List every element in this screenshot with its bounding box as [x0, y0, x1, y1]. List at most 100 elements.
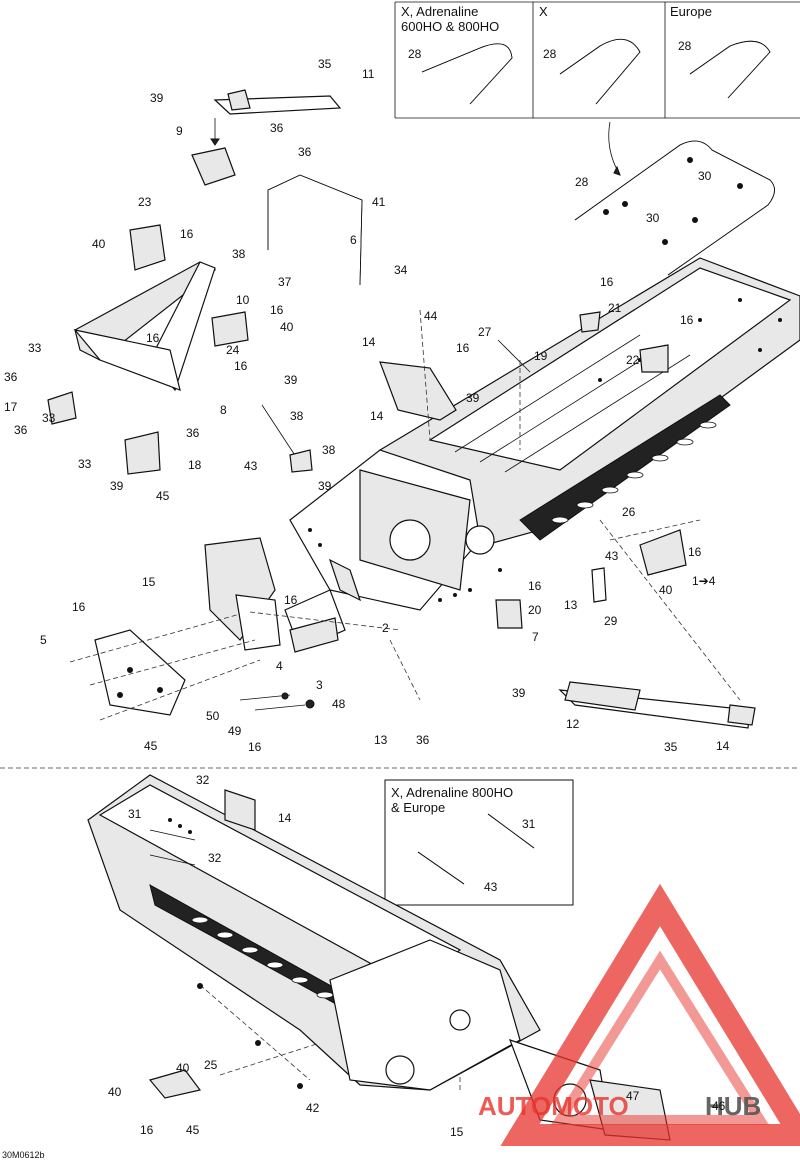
callout-13: 13 — [374, 733, 388, 747]
callout-28: 28 — [408, 47, 422, 61]
callout-16: 16 — [180, 227, 194, 241]
callout-36: 36 — [14, 423, 28, 437]
callout-47: 47 — [626, 1089, 640, 1103]
callout-28: 28 — [543, 47, 557, 61]
callout-6: 6 — [350, 233, 357, 247]
inset-label-x-adrenaline-line2: 600HO & 800HO — [401, 19, 499, 34]
callout-14: 14 — [716, 739, 730, 753]
callout-39: 39 — [150, 91, 164, 105]
variant-inset-top: X, Adrenaline 600HO & 800HO X Europe — [394, 1, 800, 176]
callout-40: 40 — [108, 1085, 122, 1099]
callout-43: 43 — [605, 549, 619, 563]
callout-2: 2 — [382, 621, 389, 635]
callout-38: 38 — [232, 247, 246, 261]
callout-7: 7 — [532, 630, 539, 644]
callout-31: 31 — [128, 807, 142, 821]
support-6 — [267, 174, 363, 286]
callout-36: 36 — [298, 145, 312, 159]
callout-35: 35 — [318, 57, 332, 71]
callout-36: 36 — [416, 733, 430, 747]
bumper-28-b — [559, 38, 641, 105]
callout-29: 29 — [604, 614, 618, 628]
callout-12: 12 — [566, 717, 580, 731]
callout-27: 27 — [478, 325, 492, 339]
callout-39: 39 — [284, 373, 298, 387]
inset-label-europe: Europe — [670, 4, 712, 19]
callout-33: 33 — [78, 457, 92, 471]
rod-8 — [261, 404, 299, 461]
callout-24: 24 — [226, 343, 240, 357]
callout-25: 25 — [204, 1058, 218, 1072]
callout-40: 40 — [176, 1061, 190, 1075]
bumper-28-a — [421, 43, 513, 105]
callout-21: 21 — [608, 301, 622, 315]
callout-46: 46 — [712, 1099, 726, 1113]
callout-8: 8 — [220, 403, 227, 417]
callout-40: 40 — [659, 583, 673, 597]
callout-18: 18 — [188, 458, 202, 472]
callout-10: 10 — [236, 293, 250, 307]
callout-38: 38 — [290, 409, 304, 423]
callout-22: 22 — [626, 353, 640, 367]
callout-49: 49 — [228, 724, 242, 738]
callout-14: 14 — [370, 409, 384, 423]
callout-44: 44 — [424, 309, 438, 323]
callout-16: 16 — [528, 579, 542, 593]
callout-16: 16 — [688, 545, 702, 559]
callout-36: 36 — [186, 426, 200, 440]
callout-17: 17 — [4, 400, 18, 414]
callout-16: 16 — [270, 303, 284, 317]
callout-15: 15 — [450, 1125, 464, 1139]
callout-3: 3 — [316, 678, 323, 692]
callout-14: 14 — [278, 811, 292, 825]
callout-37: 37 — [278, 275, 292, 289]
callout-28: 28 — [575, 175, 589, 189]
callout-16: 16 — [600, 275, 614, 289]
callout-16: 16 — [680, 313, 694, 327]
callout-16: 16 — [456, 341, 470, 355]
callout-41: 41 — [372, 195, 386, 209]
rear-bumper-assembly — [574, 140, 775, 276]
callout-28: 28 — [678, 39, 692, 53]
callout-33: 33 — [42, 411, 56, 425]
arm-10 — [74, 261, 217, 361]
callout-19: 19 — [534, 349, 548, 363]
callout-33: 33 — [28, 341, 42, 355]
callout-16: 16 — [248, 740, 262, 754]
inset-label-x-adrenaline-line1: X, Adrenaline — [401, 4, 478, 19]
callout-9: 9 — [176, 124, 183, 138]
front-suspension-parts — [94, 537, 346, 716]
callout-35: 35 — [664, 740, 678, 754]
bracket-19 — [379, 361, 457, 421]
drawing-code: 30M0612b — [2, 1150, 45, 1160]
callout-16: 16 — [146, 331, 160, 345]
callout-30: 30 — [646, 211, 660, 225]
callout-31: 31 — [522, 817, 536, 831]
bumper-28-c — [689, 40, 771, 99]
callout-36: 36 — [4, 370, 18, 384]
callout-45: 45 — [186, 1123, 200, 1137]
callout-42: 42 — [306, 1101, 320, 1115]
chassis-frame-upper — [289, 257, 800, 611]
callout-16: 16 — [140, 1123, 154, 1137]
callout-16: 16 — [234, 359, 248, 373]
callout-16: 16 — [284, 593, 298, 607]
callout-40: 40 — [280, 320, 294, 334]
callout-45: 45 — [144, 739, 158, 753]
callout-34: 34 — [394, 263, 408, 277]
bracket-9 — [191, 147, 236, 186]
callout-30: 30 — [698, 169, 712, 183]
inset-label-and-europe: & Europe — [391, 800, 445, 815]
callout-39: 39 — [512, 686, 526, 700]
inset-label-x: X — [539, 4, 548, 19]
callout-40: 40 — [92, 237, 106, 251]
chassis-frame-lower — [87, 774, 671, 1141]
callout-48: 48 — [332, 697, 346, 711]
callout-39: 39 — [466, 391, 480, 405]
inset-label-x-adrenaline-800ho: X, Adrenaline 800HO — [391, 785, 513, 800]
callout-13: 13 — [564, 598, 578, 612]
callout-50: 50 — [206, 709, 220, 723]
